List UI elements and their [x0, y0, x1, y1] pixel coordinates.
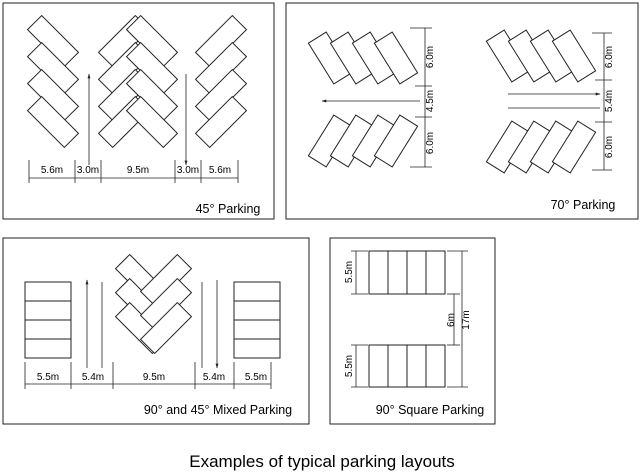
p45-dim-1: 5.6m	[41, 165, 63, 176]
panel-square-parking: 5.5m 5.5m 6m 17m 90° Square Parking	[329, 237, 496, 425]
pmixed-stall-right-4	[233, 338, 281, 359]
psquare-stall-top-1	[368, 250, 389, 295]
psquare-dim-top: 5.5m	[344, 261, 355, 283]
p70-left-dim-1: 6.0m	[425, 46, 436, 68]
p45-stall-left-4	[26, 95, 80, 149]
p45-stalls	[26, 14, 248, 149]
psquare-stall-top-3	[406, 250, 427, 295]
p70-right-dim-1: 6.0m	[604, 46, 615, 68]
pmixed-stalls	[24, 253, 281, 359]
psquare-dim-aisle: 6m	[446, 313, 457, 327]
panel-mixed-parking: 5.5m 5.4m 9.5m 5.4m 5.5m 90° and 45° Mix…	[2, 237, 310, 425]
pmixed-stall-right-3	[233, 319, 281, 340]
pmixed-stall-left-1	[24, 281, 72, 302]
p45-dim-2: 3.0m	[77, 165, 99, 176]
psquare-stall-bottom-4	[425, 344, 446, 388]
p45-label: 45° Parking	[196, 202, 261, 216]
p70-stall-bl-4	[373, 114, 419, 168]
p70-stalls	[307, 29, 597, 174]
pmixed-dim-3: 9.5m	[143, 372, 165, 383]
p70-right-dim-3: 6.0m	[604, 136, 615, 158]
psquare-stall-top-2	[387, 250, 408, 295]
psquare-dim-total: 17m	[461, 310, 472, 329]
p70-left-dim-2: 4.5m	[425, 90, 436, 112]
psquare-stall-bottom-1	[368, 344, 389, 388]
pmixed-stall-left-2	[24, 300, 72, 321]
psquare-stall-bottom-2	[387, 344, 408, 388]
psquare-stall-top-4	[425, 250, 446, 295]
psquare-label: 90° Square Parking	[376, 403, 485, 417]
pmixed-dim-2: 5.4m	[82, 372, 104, 383]
p70-label: 70° Parking	[551, 198, 616, 212]
p45-stall-center-b-4	[125, 95, 179, 149]
psquare-stalls	[368, 250, 446, 388]
panel-70-parking: 6.0m 4.5m 6.0m 6.0m 5.4m 6.0m 70° Parkin…	[285, 2, 639, 220]
panel-45-parking: 5.6m 3.0m 9.5m 3.0m 5.6m 45° Parking	[2, 2, 275, 220]
pmixed-stall-center-b-3	[139, 301, 193, 355]
pmixed-stall-left-4	[24, 338, 72, 359]
p70-right-dim-2: 5.4m	[604, 90, 615, 112]
p45-dim-5: 5.6m	[209, 165, 231, 176]
pmixed-dim-4: 5.4m	[203, 372, 225, 383]
p70-left-dim-3: 6.0m	[425, 132, 436, 154]
pmixed-stall-left-3	[24, 319, 72, 340]
pmixed-stall-right-2	[233, 300, 281, 321]
figure-caption: Examples of typical parking layouts	[189, 452, 455, 471]
p70-stall-tl-4	[373, 31, 419, 85]
psquare-dim-bottom: 5.5m	[344, 355, 355, 377]
p70-stall-br-4	[551, 120, 597, 174]
pmixed-label: 90° and 45° Mixed Parking	[144, 403, 292, 417]
p45-dim-3: 9.5m	[127, 165, 149, 176]
pmixed-dim-1: 5.5m	[37, 372, 59, 383]
p45-dim-4: 3.0m	[177, 165, 199, 176]
p70-stall-tr-4	[551, 29, 597, 83]
pmixed-dim-5: 5.5m	[245, 372, 267, 383]
p45-stall-right-4	[194, 95, 248, 149]
psquare-stall-bottom-3	[406, 344, 427, 388]
pmixed-stall-right-1	[233, 281, 281, 302]
